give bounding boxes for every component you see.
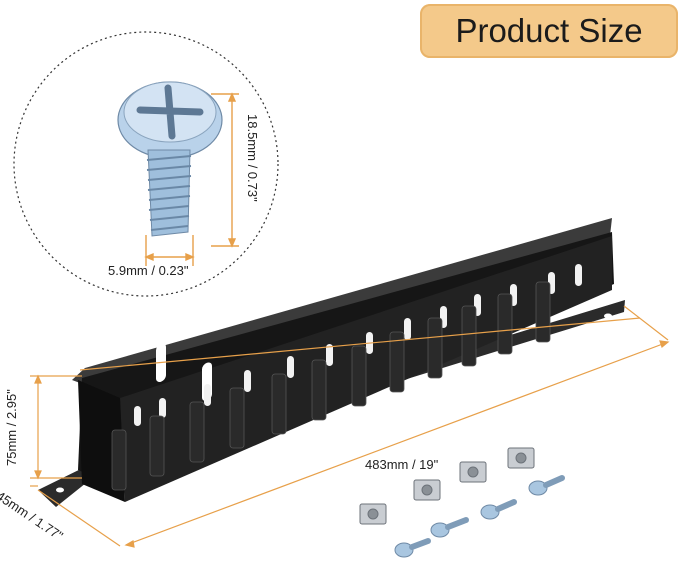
screw-length-label: 18.5mm / 0.73" [245,114,260,202]
panel-dimension-lines [30,305,670,548]
panel-length-label: 483mm / 19" [365,457,439,472]
panel-height-label: 75mm / 2.95" [4,389,19,466]
screw-width-label: 5.9mm / 0.23" [108,263,189,278]
zoom-circle [13,31,279,297]
screw-dimension-lines [144,92,239,266]
small-screws [394,475,565,558]
badge-title: Product Size [455,12,643,49]
cage-nuts [359,447,535,525]
product-size-badge [420,4,678,58]
cable-manager-panel [38,218,625,507]
screw-image [117,81,223,237]
